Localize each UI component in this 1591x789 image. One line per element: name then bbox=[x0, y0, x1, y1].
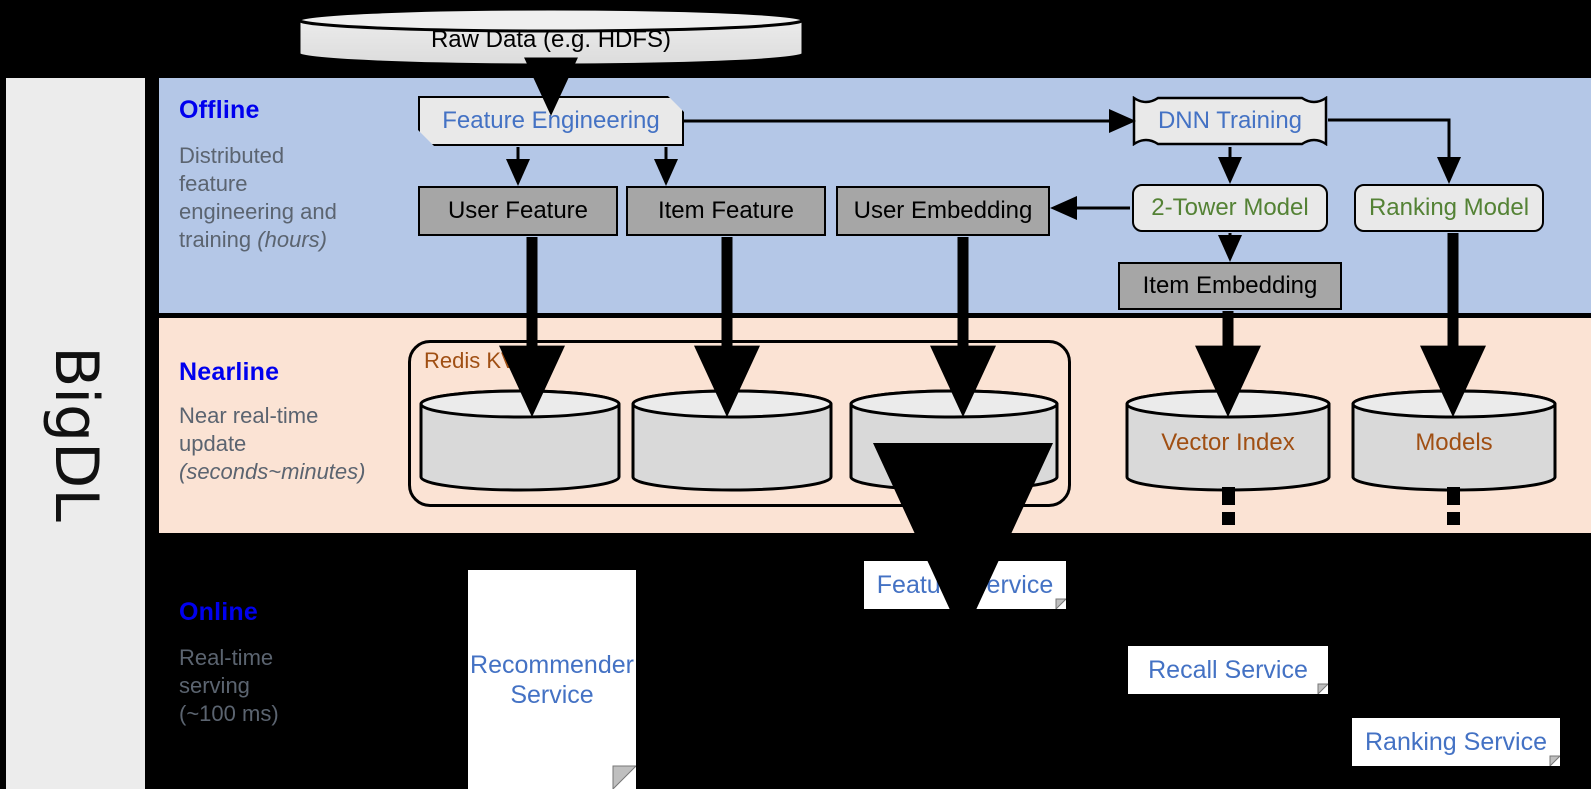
node-item-embedding[interactable]: Item Embedding bbox=[1118, 262, 1342, 310]
node-2-tower-model[interactable]: 2-Tower Model bbox=[1132, 184, 1328, 232]
store-cylinder-item-feature bbox=[630, 388, 834, 493]
models-cylinder: Models bbox=[1350, 388, 1558, 493]
recall-service-box[interactable]: Recall Service bbox=[1128, 646, 1328, 694]
feature-service-label: Feature Service bbox=[876, 571, 1054, 599]
node-item-feature[interactable]: Item Feature bbox=[626, 186, 826, 236]
raw-data-cylinder: Raw Data (e.g. HDFS) bbox=[296, 6, 806, 68]
node-user-feature[interactable]: User Feature bbox=[418, 186, 618, 236]
node-dnn-training[interactable]: DNN Training bbox=[1132, 96, 1328, 146]
recall-service-label: Recall Service bbox=[1148, 656, 1308, 684]
band-desc-nearline: Near real-time update (seconds~minutes) bbox=[179, 403, 366, 485]
bigdl-rail: BigDL bbox=[6, 78, 145, 789]
node-user-embedding[interactable]: User Embedding bbox=[836, 186, 1050, 236]
bigdl-label: BigDL bbox=[40, 345, 111, 522]
node-ranking-model[interactable]: Ranking Model bbox=[1354, 184, 1544, 232]
store-cylinder-user-feature bbox=[418, 388, 622, 493]
recommender-service-box[interactable]: Recommender Service bbox=[468, 570, 636, 789]
vector-index-label: Vector Index bbox=[1161, 428, 1295, 456]
vector-index-cylinder: Vector Index bbox=[1124, 388, 1332, 493]
recommender-service-label: Recommender Service bbox=[470, 650, 634, 709]
band-title-nearline: Nearline bbox=[179, 358, 280, 386]
ranking-service-label: Ranking Service bbox=[1364, 728, 1548, 756]
feature-service-box[interactable]: Feature Service bbox=[864, 561, 1066, 609]
band-desc-online: Real-time serving (~100 ms) bbox=[179, 645, 279, 727]
band-desc-offline: Distributed feature engineering and trai… bbox=[179, 143, 337, 253]
band-title-offline: Offline bbox=[179, 96, 260, 124]
ranking-service-box[interactable]: Ranking Service bbox=[1352, 718, 1560, 766]
raw-data-label: Raw Data (e.g. HDFS) bbox=[430, 26, 672, 54]
models-label: Models bbox=[1415, 428, 1493, 456]
band-title-online: Online bbox=[179, 598, 258, 626]
redis-kv-label: Redis KV bbox=[424, 348, 516, 373]
redis-kv-container bbox=[408, 340, 1071, 507]
node-feature-engineering[interactable]: Feature Engineering bbox=[418, 96, 684, 146]
store-cylinder-user-embedding bbox=[848, 388, 1060, 493]
dnn-training-label: DNN Training bbox=[1157, 106, 1303, 134]
